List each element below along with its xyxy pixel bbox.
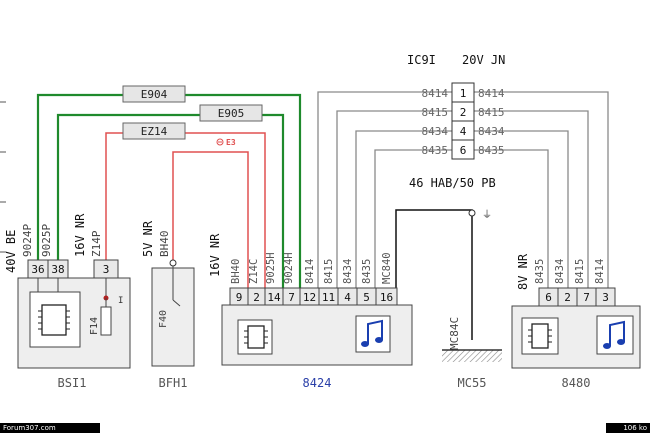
bsi1-pin-36: 36 xyxy=(31,263,44,276)
bsi1-label: BSI1 xyxy=(58,376,87,390)
wire-9025 xyxy=(56,113,285,288)
c8424-wire-label: Z14C xyxy=(248,259,260,284)
fuse-f14-mark: I xyxy=(118,296,123,306)
c8424-pin: 5 xyxy=(363,291,370,304)
footer-site[interactable]: Forum307.com xyxy=(0,423,100,433)
c8424-pin: 7 xyxy=(288,291,295,304)
c8424-pin: 16 xyxy=(380,291,393,304)
bfh1-inner-label: F40 xyxy=(158,310,169,328)
c8480-pin: 7 xyxy=(583,291,590,304)
wire-mc840 xyxy=(395,209,473,340)
c8424-pin: 4 xyxy=(344,291,351,304)
bfh1-module: 5V NR BH40 F40 BFH1 xyxy=(141,220,195,390)
ic91-right-label: 8414 xyxy=(478,87,505,100)
ic91-pin: 6 xyxy=(460,144,467,157)
c8424-wire-label: BH40 xyxy=(230,259,242,284)
ic91-pin: 4 xyxy=(460,125,467,138)
fuse-f14 xyxy=(100,306,112,336)
margin-ticks xyxy=(0,101,6,253)
c8424-pin: 12 xyxy=(303,291,316,304)
c8480-label: 8480 xyxy=(562,376,591,390)
ic91-right-label: 8435 xyxy=(478,144,505,157)
bsi1-wire-z14p: Z14P xyxy=(90,230,103,257)
ic91-left-label: 8415 xyxy=(422,106,449,119)
c8424-wire-label: 8414 xyxy=(304,259,316,284)
ic91-left-label: 8414 xyxy=(422,87,449,100)
c8480-wire-label: 8414 xyxy=(594,259,606,284)
c8480-pin: 3 xyxy=(602,291,609,304)
fuse-f14-label: F14 xyxy=(89,317,100,335)
ground-symbol-icon: ⏚ xyxy=(482,209,492,221)
ground-label: MC55 xyxy=(458,376,487,390)
c8424-wire-label: 8415 xyxy=(323,259,335,284)
ic91-right-label: 8434 xyxy=(478,125,505,138)
c8480-wire-label: 8434 xyxy=(554,259,566,284)
ic91-id: IC9I xyxy=(407,53,436,67)
c8480-chip-icon xyxy=(521,317,559,355)
c8424-wire-label: 8435 xyxy=(361,259,373,284)
c8424-wire-label: 9024H xyxy=(283,252,295,284)
splice-e905: E905 xyxy=(199,104,263,122)
ic91-right-label: 8415 xyxy=(478,106,505,119)
c8424-pin: 9 xyxy=(236,291,243,304)
footer-size: 106 ko xyxy=(606,423,650,433)
c8424-wire-label: 9025H xyxy=(265,252,277,284)
splice-ez14-label: EZ14 xyxy=(141,125,168,138)
ic91-pin: 2 xyxy=(460,106,467,119)
c8480-wire-label: 8415 xyxy=(574,259,586,284)
bfh1-label: BFH1 xyxy=(159,376,188,390)
harness-note: 46 HAB/50 PB xyxy=(409,176,496,190)
c8480-music-icon xyxy=(596,315,634,355)
splice-e3-marker: E3 xyxy=(216,138,236,147)
bsi1-pin-3: 3 xyxy=(103,263,110,276)
c8480-pin: 2 xyxy=(564,291,571,304)
c8424-wire-label: MC840 xyxy=(381,252,393,284)
c8424-conn-type: 16V NR xyxy=(208,233,222,277)
c8424-label: 8424 xyxy=(303,376,332,390)
c8424-music-icon xyxy=(355,315,391,353)
bsi1-wire-9024p: 9024P xyxy=(21,224,34,257)
ground-mc55: ⏚ MC84C MC55 xyxy=(442,209,502,390)
ground-wire: MC84C xyxy=(448,317,461,350)
ic91-pin: 1 xyxy=(460,87,467,100)
bsi1-fuse-conn-type: 16V NR xyxy=(73,213,87,257)
bfh1-wire: BH40 xyxy=(158,231,171,258)
c8424-pin: 11 xyxy=(322,291,335,304)
splice-e904-label: E904 xyxy=(141,88,168,101)
wire-bh40 xyxy=(172,151,249,288)
c8424-chip-icon xyxy=(237,319,273,355)
splice-ez14: EZ14 xyxy=(122,122,186,140)
c8480-pin: 6 xyxy=(545,291,552,304)
bsi1-module: 40V BE 9024P 9025P 16V NR Z14P 36 38 3 F… xyxy=(4,213,131,390)
bfh1-conn-type: 5V NR xyxy=(141,220,155,257)
ic91-left-label: 8435 xyxy=(422,144,449,157)
c8480-wire-label: 8435 xyxy=(534,259,546,284)
bsi1-wire-9025p: 9025P xyxy=(40,224,53,257)
splice-e905-label: E905 xyxy=(218,107,245,120)
c8424-pin: 14 xyxy=(267,291,281,304)
c8424-wire-label: 8434 xyxy=(342,259,354,284)
ic91-connector: 8414 1 8414 8415 2 8415 8434 4 8434 8435 6 8435 xyxy=(422,82,505,160)
c8480-conn-type: 8V NR xyxy=(516,253,530,290)
bsi1-pin-38: 38 xyxy=(51,263,64,276)
splice-e3-label: E3 xyxy=(226,138,236,147)
ic91-spec: 20V JN xyxy=(462,53,505,67)
bsi1-conn-type: 40V BE xyxy=(4,230,18,273)
c8424-pin: 2 xyxy=(253,291,260,304)
splice-e904: E904 xyxy=(122,85,186,103)
ic91-left-label: 8434 xyxy=(422,125,449,138)
bsi1-chip-icon xyxy=(38,304,70,336)
c8424-module: 16V NR BH40 Z14C 9025H 9024H 8414 8415 8434 843… xyxy=(208,233,413,390)
